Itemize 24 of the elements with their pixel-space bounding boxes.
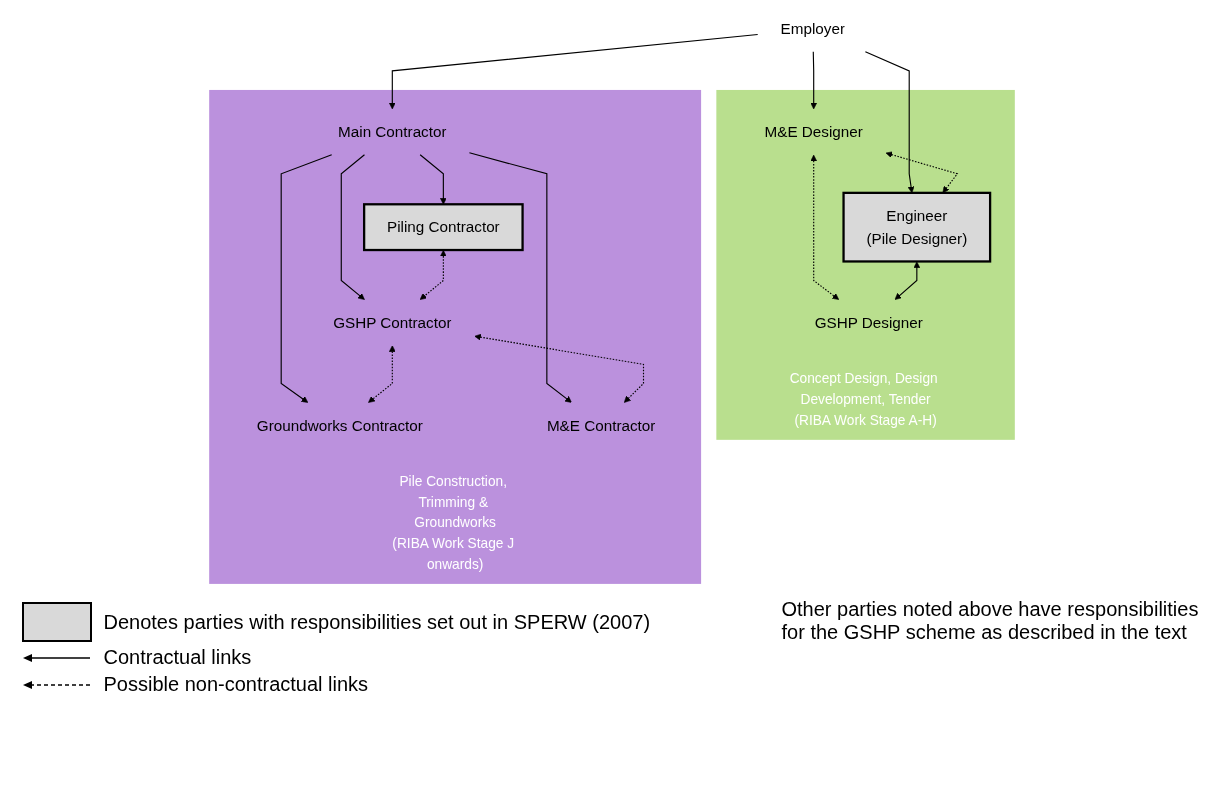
arrow <box>340 154 365 300</box>
node-text: GSHP Designer <box>814 314 923 331</box>
note-text: Other parties noted above have responsibilities for the GSHP scheme as described in the text <box>781 598 1200 644</box>
node-text: Main Contractor <box>337 123 447 141</box>
arrow <box>809 154 839 300</box>
arrow <box>280 154 332 403</box>
arrow <box>367 345 396 403</box>
legend-text: Contractual links <box>103 646 252 669</box>
arrow <box>473 333 644 403</box>
arrow <box>468 152 572 403</box>
legend-text: Possible non-contractual links <box>103 673 369 696</box>
node-text: Groundworks Contractor <box>256 416 423 434</box>
arrow <box>419 250 447 300</box>
node-text: M&E Contractor <box>546 416 655 434</box>
arrow <box>894 261 920 300</box>
node-text: M&E Designer <box>764 123 863 141</box>
node-text: GSHP Contractor <box>332 314 451 331</box>
node-text: Employer <box>780 20 845 38</box>
node-box: Engineer (Pile Designer) <box>841 191 991 263</box>
arrow <box>809 51 817 110</box>
arrow <box>419 154 447 205</box>
node-box: Piling Contractor <box>362 203 524 252</box>
legend-text: Denotes parties with responsibilities set out in SPERW (2007) <box>103 610 651 634</box>
arrow <box>388 33 758 110</box>
